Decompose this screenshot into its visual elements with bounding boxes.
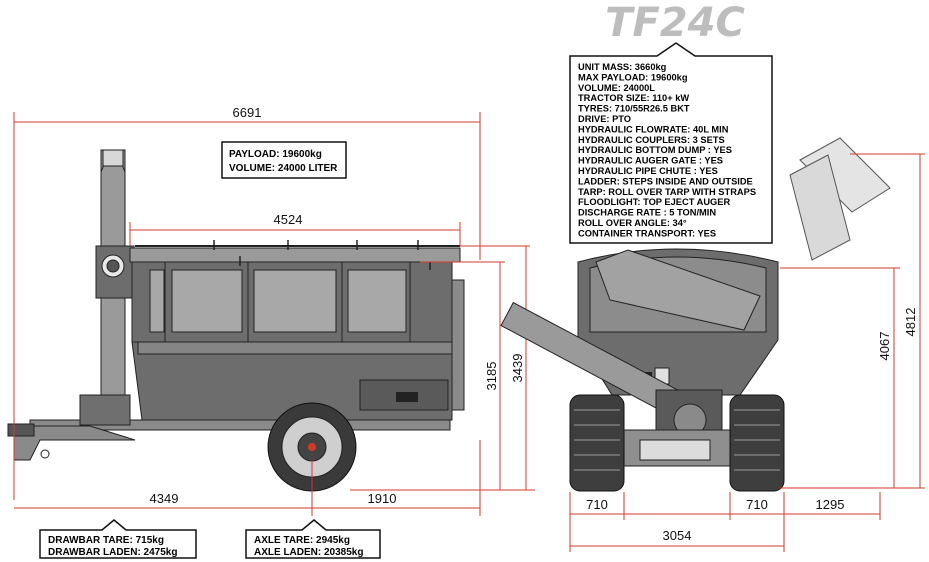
dim-overall-length: 6691	[233, 105, 262, 120]
payload-box: PAYLOAD: 19600kg VOLUME: 24000 LITER	[221, 141, 347, 179]
spec-line: HYDRAULIC BOTTOM DUMP : YES	[578, 145, 732, 155]
spec-line: TYRES: 710/55R26.5 BKT	[578, 104, 690, 114]
drawbar-laden: DRAWBAR LADEN: 2475kg	[48, 547, 177, 558]
spec-line: HYDRAULIC PIPE CHUTE : YES	[578, 166, 718, 176]
dim-axle-to-rear: 1910	[368, 491, 397, 506]
drawbar-box: DRAWBAR TARE: 715kg DRAWBAR LADEN: 2475k…	[39, 519, 197, 559]
spec-line: ROLL OVER ANGLE: 34°	[578, 218, 687, 228]
spec-line: HYDRAULIC COUPLERS: 3 SETS	[578, 135, 725, 145]
spec-line: TARP: ROLL OVER TARP WITH STRAPS	[578, 187, 756, 197]
spec-line: LADDER: STEPS INSIDE AND OUTSIDE	[578, 176, 753, 186]
spec-line: UNIT MASS: 3660kg	[578, 62, 667, 72]
dim-height-bin: 3185	[484, 362, 499, 391]
dim-front-to-axle: 4349	[150, 491, 179, 506]
side-dimensions: 6691 4524 3185 3439 4349 1910	[13, 105, 535, 516]
spec-line: DRIVE: PTO	[578, 114, 631, 124]
spec-line: FLOODLIGHT: TOP EJECT AUGER	[578, 197, 730, 207]
volume-line: VOLUME: 24000 LITER	[229, 163, 338, 174]
drawbar-tare: DRAWBAR TARE: 715kg	[48, 535, 164, 546]
payload-line: PAYLOAD: 19600kg	[229, 149, 322, 160]
spec-line: TRACTOR SIZE: 110+ kW	[578, 93, 689, 103]
spec-line: MAX PAYLOAD: 19600kg	[578, 72, 688, 82]
side-view	[7, 149, 465, 492]
dim-height-bin-rear: 4067	[877, 332, 892, 361]
axle-tare: AXLE TARE: 2945kg	[254, 535, 350, 546]
dim-height-total: 3439	[510, 354, 525, 383]
spec-line: VOLUME: 24000L	[578, 83, 655, 93]
dim-tyre-left: 710	[586, 497, 608, 512]
spec-line: CONTAINER TRANSPORT: YES	[578, 228, 716, 238]
dim-height-auger: 4812	[903, 308, 918, 337]
axle-laden: AXLE LADEN: 20385kg	[254, 547, 363, 558]
dim-track-width: 3054	[663, 528, 692, 543]
dim-bin-length: 4524	[274, 212, 303, 227]
rear-view	[500, 137, 891, 492]
dim-tyre-right: 710	[746, 497, 768, 512]
model-title: TF24C	[605, 0, 745, 46]
spec-line: HYDRAULIC AUGER GATE : YES	[578, 156, 723, 166]
axle-box: AXLE TARE: 2945kg AXLE LADEN: 20385kg	[245, 519, 381, 559]
dim-overhang: 1295	[816, 497, 845, 512]
spec-line: DISCHARGE RATE : 5 TON/MIN	[578, 208, 716, 218]
spec-line: HYDRAULIC FLOWRATE: 40L MIN	[578, 124, 729, 134]
rear-dimensions: 710 710 1295 3054 4067 4812	[569, 153, 925, 552]
